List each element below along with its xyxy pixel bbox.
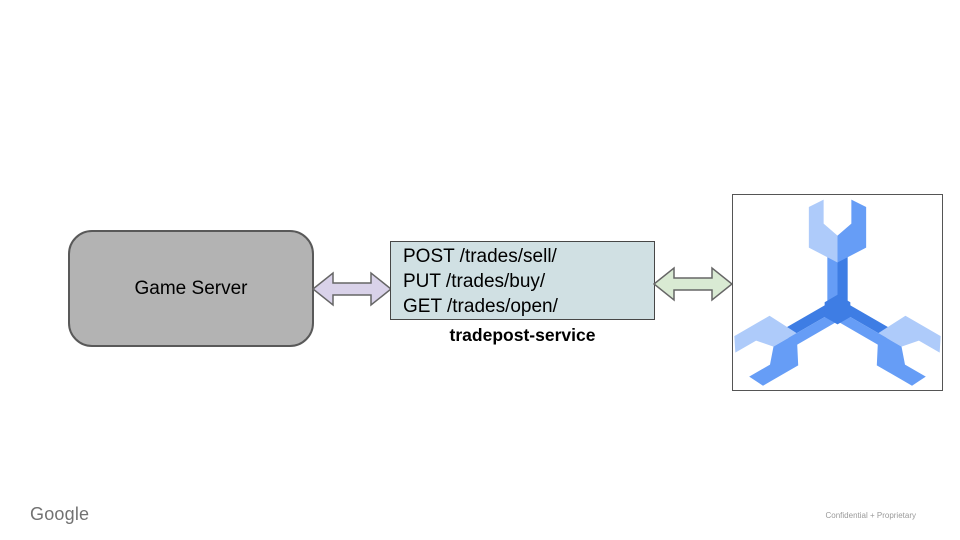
spanner-center-hub	[824, 294, 851, 325]
spanner-head-face	[808, 199, 838, 263]
arrow-left-shape	[312, 271, 392, 307]
spanner-node	[732, 194, 943, 391]
game-server-label: Game Server	[134, 277, 248, 299]
spanner-shaft-face	[837, 300, 892, 338]
tradepost-service-node: POST /trades/sell/ PUT /trades/buy/ GET …	[390, 241, 655, 320]
endpoint-line: POST /trades/sell/	[403, 246, 557, 267]
cloud-spanner-logo-icon	[733, 199, 942, 390]
google-logo: Google	[30, 504, 90, 524]
game-server-node: Game Server	[68, 230, 314, 347]
endpoint-line: GET /trades/open/	[403, 296, 558, 317]
spanner-head-face	[837, 199, 867, 263]
tradepost-service-label: tradepost-service	[449, 325, 596, 345]
arrow-right-shape	[653, 266, 733, 302]
bidirectional-arrow-right-icon	[653, 266, 733, 302]
endpoint-line: PUT /trades/buy/	[403, 271, 546, 292]
bidirectional-arrow-left-icon	[312, 271, 392, 307]
confidentiality-note: Confidential + Proprietary	[825, 511, 917, 520]
